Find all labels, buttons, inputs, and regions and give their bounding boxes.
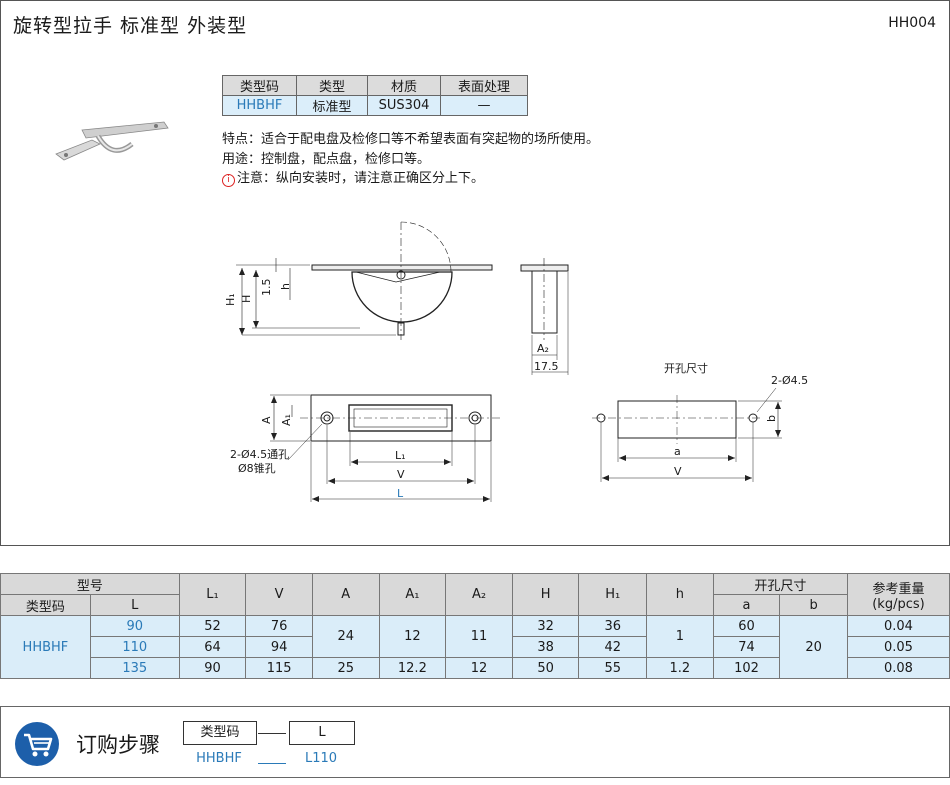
order-box-l: L — [289, 721, 355, 745]
row-type-code: HHBHF — [0, 615, 91, 679]
order-box-type-code: 类型码 — [183, 721, 257, 745]
header-weight-unit: (kg/pcs) — [872, 596, 925, 612]
cell-weight: 0.05 — [846, 636, 950, 658]
spec-material: SUS304 — [367, 95, 441, 116]
cell-a: 25 — [311, 657, 380, 679]
label-a1: A₁ — [280, 414, 293, 426]
cell-cutout-b-merged: 20 — [779, 615, 848, 679]
order-title: 订购步骤 — [76, 733, 160, 757]
cell-cutout-a: 60 — [712, 615, 781, 637]
table-row: 110 64 94 38 42 74 0.05 — [1, 636, 950, 658]
label-h1: H₁ — [224, 293, 237, 306]
cell-l1: 64 — [178, 636, 247, 658]
header-model: 型号 — [0, 573, 180, 595]
label-l1: L₁ — [395, 449, 406, 462]
header-h1: H₁ — [578, 573, 648, 616]
label-hole-countersink: Ø8锥孔 — [238, 462, 276, 475]
cell-small-h: 1.2 — [646, 657, 714, 679]
cell-l1: 52 — [178, 615, 247, 637]
spec-type: 标准型 — [296, 95, 368, 116]
header-type-code: 类型码 — [0, 594, 91, 616]
description: 特点：适合于配电盘及检修口等不希望表面有突起物的场所使用。 用途：控制盘，配点盘… — [222, 130, 599, 189]
cell-cutout-a: 74 — [712, 636, 781, 658]
header-weight: 参考重量(kg/pcs) — [846, 573, 950, 616]
header-a: A — [311, 573, 380, 616]
cell-l1: 90 — [178, 657, 247, 679]
label-h: H — [240, 295, 253, 303]
dimensions-table: 型号 L₁ V A A₁ A₂ H H₁ h 开孔尺寸 参考重量(kg/pcs)… — [0, 573, 950, 679]
cell-small-h-merged: 1 — [646, 615, 714, 658]
cell-l: 90 — [89, 615, 180, 637]
cell-v: 76 — [245, 615, 313, 637]
cart-icon — [15, 722, 59, 766]
cell-a1-merged: 12 — [378, 615, 447, 658]
label-a2: A₂ — [537, 342, 549, 355]
cell-a1: 12.2 — [378, 657, 447, 679]
order-steps: 订购步骤 类型码 L HHBHF L110 — [0, 706, 950, 778]
spec-type-code: HHBHF — [222, 95, 297, 116]
header-a2: A₂ — [445, 573, 513, 616]
label-cutout-hole: 2-Ø4.5 — [771, 374, 808, 387]
cell-v: 94 — [245, 636, 313, 658]
header-h: H — [511, 573, 580, 616]
cell-weight: 0.04 — [846, 615, 950, 637]
header-cutout-a: a — [712, 594, 781, 616]
label-v: V — [397, 468, 405, 481]
order-value-l: L110 — [304, 751, 338, 766]
cell-cutout-a: 102 — [712, 657, 781, 679]
header-l: L — [89, 594, 180, 616]
label-17-5: 17.5 — [534, 360, 559, 373]
cell-v: 115 — [245, 657, 313, 679]
label-cutout-v: V — [674, 465, 682, 478]
table-row: 135 90 115 25 12.2 12 50 55 1.2 102 0.08 — [1, 657, 950, 679]
header-l1: L₁ — [178, 573, 247, 616]
header-small-h: h — [646, 573, 714, 616]
label-hole-through: 2-Ø4.5通孔 — [230, 448, 289, 461]
label-cutout-title: 开孔尺寸 — [664, 361, 708, 375]
usage-text: 用途：控制盘，配点盘，检修口等。 — [222, 151, 431, 167]
header-a1: A₁ — [378, 573, 447, 616]
cell-a2: 12 — [445, 657, 513, 679]
cell-h1: 42 — [578, 636, 648, 658]
cell-h1: 36 — [578, 615, 648, 637]
cell-a2-merged: 11 — [445, 615, 513, 658]
header-cutout: 开孔尺寸 — [712, 573, 848, 595]
order-value-separator — [258, 763, 286, 764]
features-text: 特点：适合于配电盘及检修口等不希望表面有突起物的场所使用。 — [222, 132, 600, 147]
cell-h: 38 — [511, 636, 580, 658]
note-text: 注意：纵向安装时，请注意正确区分上下。 — [237, 171, 485, 186]
spec-table: 类型码 类型 材质 表面处理 HHBHF 标准型 SUS304 — — [222, 75, 528, 116]
cell-a-merged: 24 — [311, 615, 380, 658]
warning-icon: i — [222, 174, 235, 187]
table-row: HHBHF 90 52 76 24 12 11 32 36 1 60 20 0.… — [0, 615, 950, 679]
header-cutout-b: b — [779, 594, 848, 616]
cell-h: 50 — [511, 657, 580, 679]
order-separator — [258, 733, 286, 734]
cell-h1: 55 — [578, 657, 648, 679]
label-cutout-a: a — [674, 445, 681, 458]
cell-l: 135 — [89, 657, 180, 679]
spec-finish: — — [440, 95, 528, 116]
cell-h: 32 — [511, 615, 580, 637]
label-a: A — [260, 416, 273, 424]
label-cutout-b: b — [765, 415, 778, 422]
label-small-h: h — [279, 283, 292, 290]
spec-header-finish: 表面处理 — [440, 75, 528, 96]
page-title: 旋转型拉手 标准型 外装型 — [13, 15, 248, 37]
header-v: V — [245, 573, 313, 616]
label-1-5: 1.5 — [260, 279, 273, 297]
product-photo — [55, 121, 169, 161]
technical-drawing: H₁ H 1.5 h A₂ 17.5 A A₁ L₁ V L 2-Ø4.5通孔 … — [224, 221, 808, 502]
header-weight-title: 参考重量 — [872, 581, 925, 597]
order-value-type-code: HHBHF — [196, 751, 242, 766]
cell-weight: 0.08 — [846, 657, 950, 679]
cell-l: 110 — [89, 636, 180, 658]
product-code: HH004 — [888, 15, 936, 31]
label-l: L — [397, 487, 404, 500]
